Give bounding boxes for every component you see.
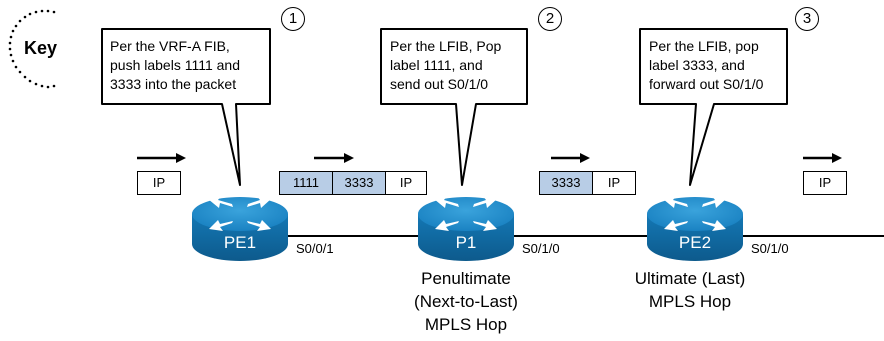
direction-arrow-icon — [551, 153, 590, 163]
callout-line: push labels 1111 and — [110, 57, 240, 73]
ultimate-hop-label: Ultimate (Last) MPLS Hop — [620, 267, 760, 313]
callout-line: Per the LFIB, pop — [649, 38, 759, 54]
mpls-label-header: 3333 — [332, 171, 386, 195]
callout-line: label 1111, and — [390, 57, 483, 73]
callout-bubble-2 — [380, 28, 528, 186]
callout-line: label 3333, and — [649, 57, 745, 73]
callout-bubble-3 — [639, 28, 788, 186]
interface-label: S0/0/1 — [296, 241, 334, 256]
packet-ip-header: IP — [592, 171, 636, 195]
packet-ip-header: IP — [385, 171, 427, 195]
hop-line: MPLS Hop — [424, 315, 508, 334]
router-pe2-icon — [647, 196, 743, 261]
callout-text-2: Per the LFIB, Pop label 1111, and send o… — [390, 37, 501, 94]
key-dots-icon — [8, 9, 56, 89]
key-label: Key — [24, 38, 58, 58]
direction-arrow-icon — [803, 153, 842, 163]
callout-line: send out S0/1/0 — [390, 76, 489, 92]
callout-text-1: Per the VRF-A FIB, push labels 1111 and … — [110, 37, 240, 94]
packet-ip-header: IP — [137, 171, 181, 195]
router-pe1-icon — [192, 196, 288, 261]
callout-text-3: Per the LFIB, pop label 3333, and forwar… — [649, 37, 763, 94]
direction-arrow-icon — [314, 153, 354, 163]
callout-line: forward out S0/1/0 — [649, 76, 764, 92]
callout-line: 3333 into the packet — [110, 76, 237, 92]
router-name-pe2: PE2 — [678, 233, 712, 252]
router-p1-icon — [418, 196, 514, 261]
router-name-pe1: PE1 — [223, 233, 257, 252]
interface-label: S0/1/0 — [522, 241, 560, 256]
hop-line: Penultimate — [421, 269, 511, 288]
packet-ip-header: IP — [803, 171, 847, 195]
router-name-p1: P1 — [455, 233, 477, 252]
mpls-label-header: 3333 — [539, 171, 593, 195]
hop-line: MPLS Hop — [648, 292, 732, 311]
step-number-1: 1 — [281, 7, 305, 31]
direction-arrow-icon — [137, 153, 186, 163]
callout-line: Per the VRF-A FIB, — [110, 38, 230, 54]
callout-bubble-1 — [101, 28, 271, 186]
callout-line: Per the LFIB, Pop — [390, 38, 502, 54]
step-number-2: 2 — [538, 7, 562, 31]
mpls-label-header: 1111 — [279, 171, 333, 195]
penultimate-hop-label: Penultimate (Next-to-Last) MPLS Hop — [396, 267, 536, 336]
step-number-3: 3 — [795, 7, 819, 31]
hop-line: (Next-to-Last) — [414, 292, 518, 311]
interface-label: S0/1/0 — [751, 241, 789, 256]
hop-line: Ultimate (Last) — [634, 269, 746, 288]
